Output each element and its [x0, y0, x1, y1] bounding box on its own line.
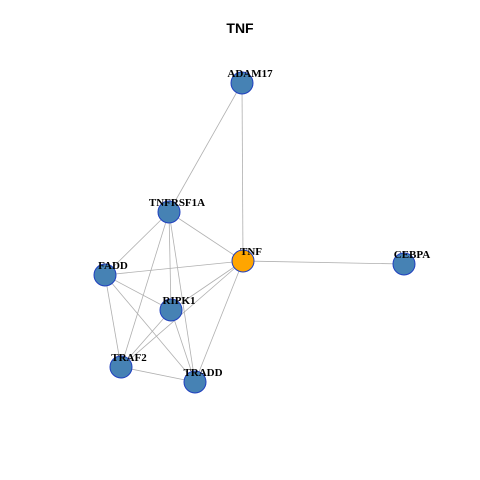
- node-label-tnf: TNF: [240, 246, 262, 258]
- edge-tnfrsf1a-ripk1: [168, 211, 172, 311]
- edge-traf2-tradd: [120, 366, 196, 383]
- edge-tnfrsf1a-tnf: [168, 211, 244, 262]
- node-label-ripk1: RIPK1: [163, 295, 196, 307]
- node-circle-fadd[interactable]: [93, 263, 117, 287]
- node-tnf[interactable]: TNF: [231, 246, 262, 273]
- node-circle-ripk1[interactable]: [159, 298, 183, 322]
- edge-tnfrsf1a-traf2: [120, 211, 170, 368]
- edge-adam17-tnf: [241, 82, 244, 262]
- edge-adam17-tnfrsf1a: [168, 82, 243, 213]
- node-label-tnfrsf1a: TNFRSF1A: [149, 197, 205, 209]
- edge-fadd-traf2: [104, 274, 122, 368]
- edge-fadd-ripk1: [104, 274, 172, 311]
- edge-tnf-fadd: [104, 260, 244, 276]
- node-fadd[interactable]: FADD: [93, 260, 128, 287]
- node-circle-adam17[interactable]: [230, 71, 254, 95]
- node-traf2[interactable]: TRAF2: [109, 352, 147, 379]
- edge-tnf-tradd: [194, 260, 244, 383]
- graph-title: TNF: [226, 20, 254, 36]
- node-adam17[interactable]: ADAM17: [227, 68, 273, 95]
- node-circle-traf2[interactable]: [109, 355, 133, 379]
- node-label-cebpa: CEBPA: [394, 249, 431, 261]
- node-label-tradd: TRADD: [183, 367, 222, 379]
- node-circle-cebpa[interactable]: [392, 252, 416, 276]
- node-tradd[interactable]: TRADD: [183, 367, 223, 394]
- edge-tnf-traf2: [120, 260, 244, 368]
- node-ripk1[interactable]: RIPK1: [159, 295, 196, 322]
- edge-ripk1-traf2: [120, 309, 172, 368]
- node-circle-tradd[interactable]: [183, 370, 207, 394]
- edge-tnf-ripk1: [170, 260, 244, 311]
- node-cebpa[interactable]: CEBPA: [392, 249, 431, 276]
- edge-tnf-cebpa: [242, 260, 405, 265]
- edge-tnfrsf1a-fadd: [104, 211, 170, 276]
- node-label-adam17: ADAM17: [227, 68, 273, 80]
- node-circle-tnfrsf1a[interactable]: [157, 200, 181, 224]
- node-label-fadd: FADD: [98, 260, 128, 272]
- edge-fadd-tradd: [104, 274, 196, 383]
- node-circle-tnf[interactable]: [231, 249, 255, 273]
- edge-ripk1-tradd: [170, 309, 196, 383]
- node-label-traf2: TRAF2: [111, 352, 147, 364]
- edge-tnfrsf1a-tradd: [168, 211, 196, 383]
- edge-layer: [104, 82, 405, 383]
- node-tnfrsf1a[interactable]: TNFRSF1A: [149, 197, 205, 224]
